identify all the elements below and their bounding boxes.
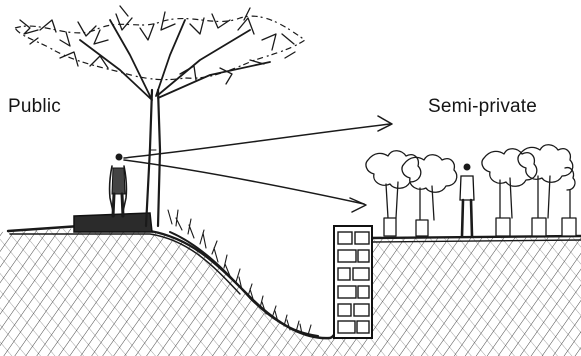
public-label: Public [8,96,61,118]
retaining-wall [334,226,372,338]
view-arrows [124,116,392,212]
ground-section [0,226,581,356]
public-person [110,154,127,217]
semi-private-person [460,164,474,237]
semi-private-label: Semi-private [428,96,537,118]
